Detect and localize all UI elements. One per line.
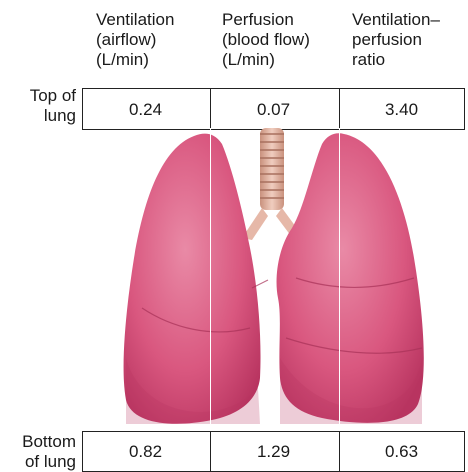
column-header-ventilation: Ventilation (airflow) (L/min) [96, 10, 174, 70]
left-lung [124, 134, 261, 424]
bottom-perfusion-value: 1.29 [210, 442, 337, 462]
illustration-divider-2 [339, 128, 340, 432]
column-header-ratio: Ventilation– perfusion ratio [352, 10, 440, 70]
bottom-divider-2 [339, 431, 340, 472]
top-perfusion-value: 0.07 [210, 100, 337, 120]
top-divider-2 [339, 88, 340, 130]
illustration-divider-1 [210, 128, 211, 432]
top-ventilation-value: 0.24 [82, 100, 209, 120]
bottom-ratio-value: 0.63 [338, 442, 465, 462]
row-label-top: Top of lung [2, 86, 76, 126]
bottom-ventilation-value: 0.82 [82, 442, 209, 462]
top-ratio-value: 3.40 [338, 100, 465, 120]
bottom-divider-1 [210, 431, 211, 472]
column-header-perfusion: Perfusion (blood flow) (L/min) [222, 10, 310, 70]
row-label-bottom: Bottom of lung [2, 432, 76, 472]
top-divider-1 [210, 88, 211, 130]
lungs-illustration [82, 128, 465, 432]
right-lung [277, 133, 424, 423]
